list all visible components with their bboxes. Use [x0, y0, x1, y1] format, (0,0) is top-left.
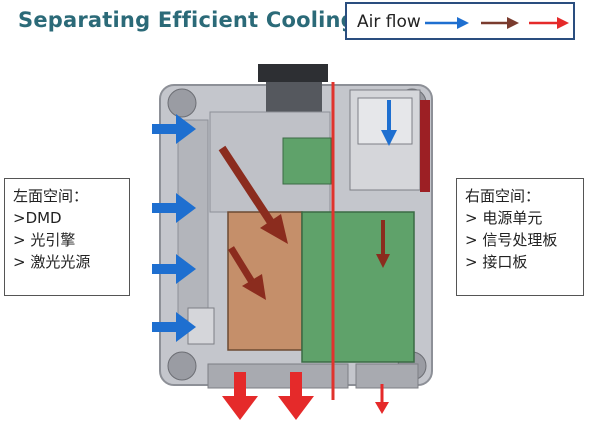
left-intake-panel [177, 119, 209, 321]
blue-arrow-right [381, 100, 397, 146]
legend-brown-arrow [481, 17, 519, 29]
right-space-box: 右面空间： > 电源单元 > 信号处理板 > 接口板 [456, 178, 584, 296]
left-space-box: 左面空间： >DMD > 光引擎 > 激光光源 [4, 178, 130, 296]
brown-arrow-large [218, 145, 288, 244]
legend-label: Air flow [357, 12, 421, 32]
power-edge [420, 100, 430, 192]
legend: Air flow [345, 2, 575, 40]
lens-ring [258, 64, 328, 82]
red-exhaust-arrow-1 [222, 372, 258, 420]
blue-arrow [152, 114, 196, 144]
dmd-board [282, 137, 332, 185]
main-board [301, 211, 415, 363]
blue-arrow [152, 254, 196, 284]
brown-arrow-right [376, 220, 390, 268]
right-space-heading: 右面空间： [465, 187, 541, 205]
right-space-item: > 接口板 [465, 253, 528, 271]
red-exhaust-arrow-2 [278, 372, 314, 420]
red-exhaust-arrow-3 [375, 384, 389, 414]
blue-intake-arrows [152, 114, 196, 342]
left-space-heading: 左面空间： [13, 187, 89, 205]
legend-red-arrow [529, 17, 569, 29]
left-space-item: > 激光光源 [13, 253, 91, 271]
brown-arrow-medium [228, 246, 266, 300]
foot [167, 351, 197, 381]
blue-arrow [152, 312, 196, 342]
legend-blue-arrow [425, 17, 469, 29]
bottom-vent-left [207, 363, 349, 389]
lens-barrel [266, 82, 322, 112]
page-title: Separating Efficient Cooling [18, 8, 356, 32]
blue-arrow [152, 193, 196, 223]
left-space-item: > 光引擎 [13, 231, 76, 249]
right-space-item: > 信号处理板 [465, 231, 558, 249]
bottom-vent-right [355, 363, 419, 389]
left-space-item: >DMD [13, 209, 62, 227]
legend-arrows [425, 17, 569, 29]
light-engine [227, 211, 303, 351]
foot [167, 88, 197, 118]
right-space-item: > 电源单元 [465, 209, 543, 227]
